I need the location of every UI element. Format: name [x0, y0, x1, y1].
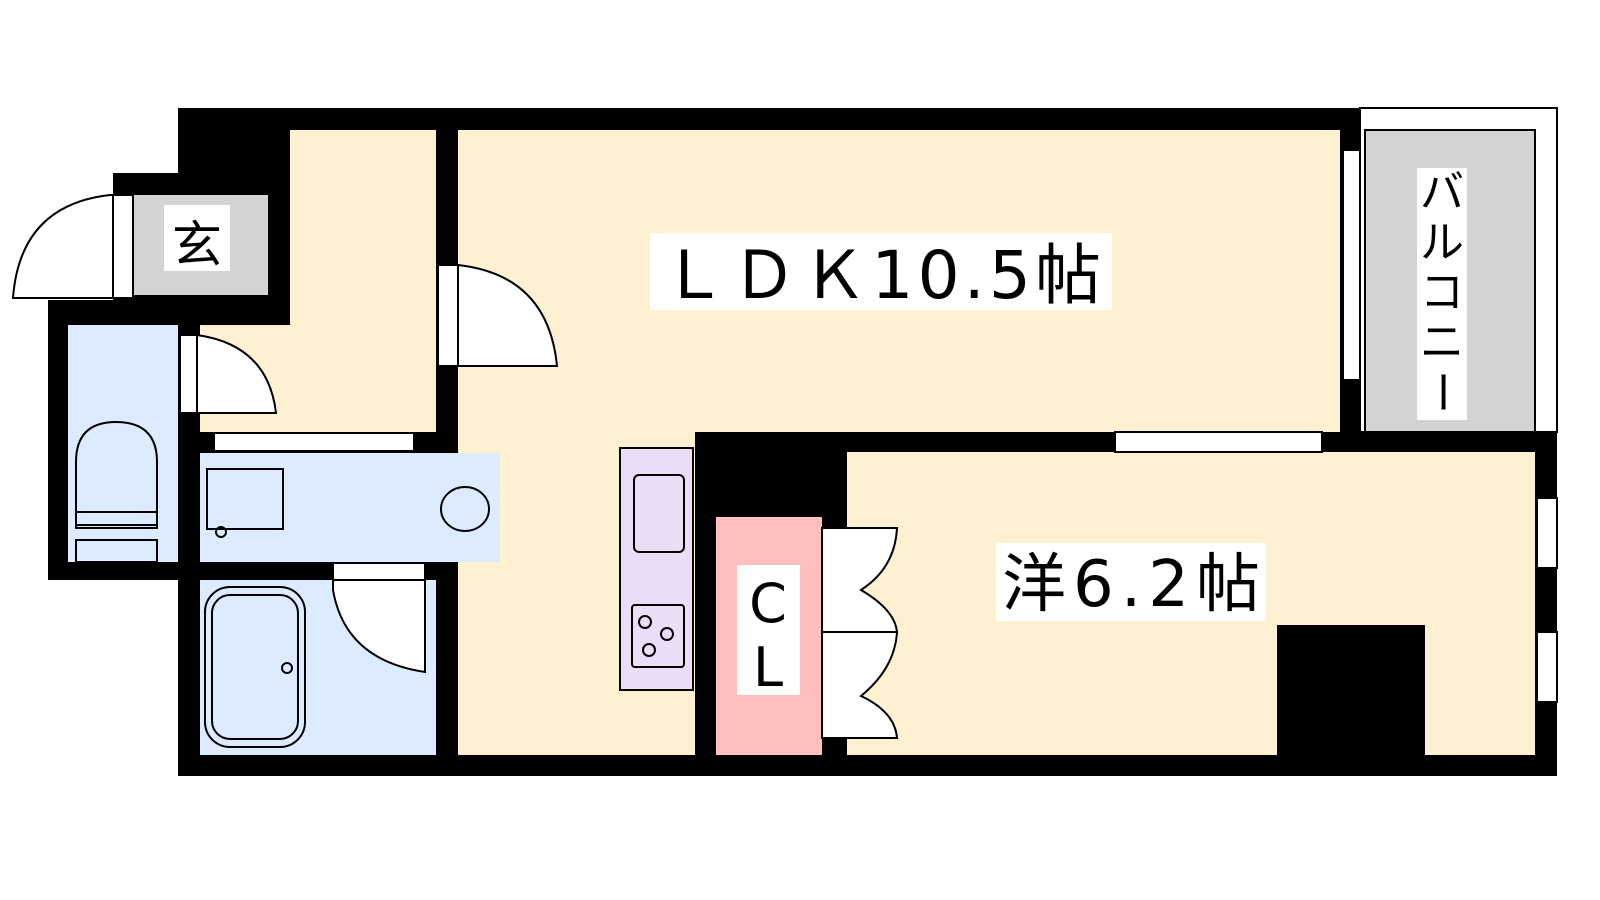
hall: [290, 130, 436, 432]
doors: [11, 149, 1558, 739]
kitchen-counter: [619, 447, 694, 691]
entrance-label: 玄: [172, 216, 222, 274]
rooms: [68, 130, 1535, 755]
western-room-label: 洋6.2帖: [1002, 548, 1260, 622]
column: [1277, 625, 1425, 755]
closet-label-c: C: [749, 572, 787, 635]
ldk-label: ＬＤＫ10.5帖: [661, 237, 1101, 314]
washroom: [200, 453, 500, 562]
balcony-label-char: コ: [1420, 267, 1464, 318]
balcony-label-char: ー: [1416, 370, 1467, 414]
closet-label-l: L: [753, 636, 783, 699]
balcony-label-char: ニ: [1420, 317, 1464, 368]
toilet-room: [68, 325, 178, 562]
balcony: [1359, 107, 1558, 433]
balcony-label-char: ル: [1420, 217, 1464, 268]
balcony-label-char: バ: [1420, 167, 1464, 218]
labels: 玄 ＬＤＫ10.5帖 洋6.2帖 C L バ ル コ ニ ー: [164, 167, 1467, 699]
